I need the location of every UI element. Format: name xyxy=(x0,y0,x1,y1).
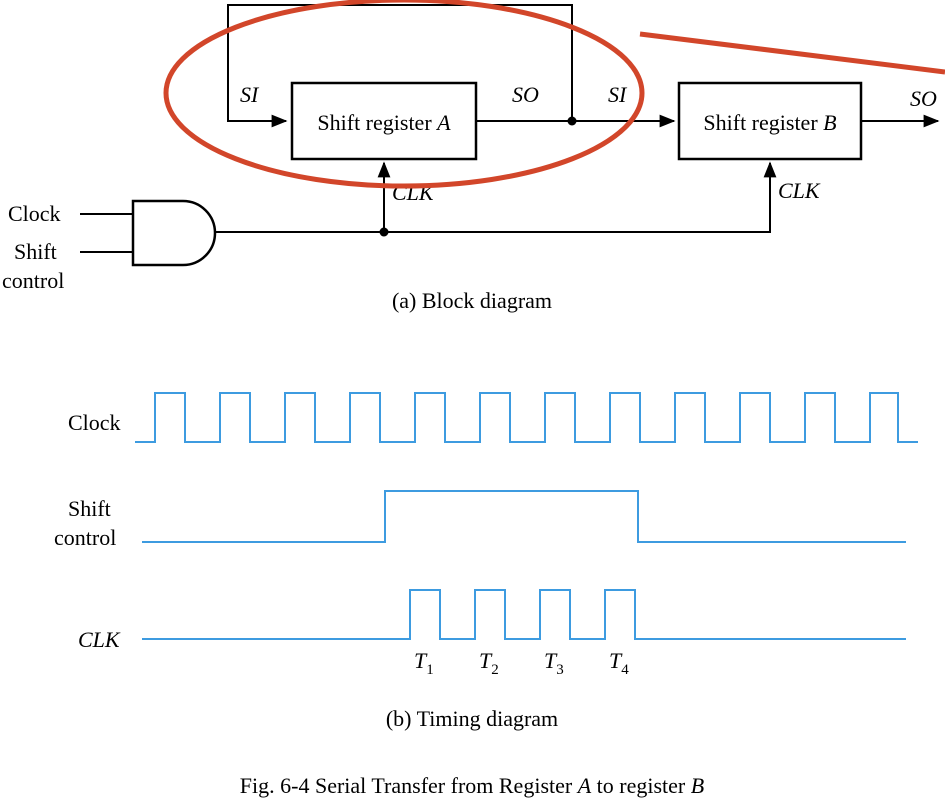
shift-control-waveform xyxy=(142,490,906,543)
si-a-label: SI xyxy=(240,82,260,107)
timing-shift-label-line1: Shift xyxy=(68,496,111,521)
shift-input-label-line2: control xyxy=(2,268,64,293)
pulse-label-t2: T2 xyxy=(479,648,499,678)
block-diagram: Shift register A Shift register B SI SO … xyxy=(2,0,945,313)
timing-shift-label-line2: control xyxy=(54,525,116,550)
shift-register-a-label: Shift register A xyxy=(317,110,451,135)
clk-b-label: CLK xyxy=(778,178,821,203)
timing-diagram-caption: (b) Timing diagram xyxy=(386,706,558,731)
pulse-label-t3: T3 xyxy=(544,648,564,678)
clk-b-wire xyxy=(216,161,777,233)
shift-register-a-box xyxy=(290,81,478,161)
so-a-label: SO xyxy=(512,82,539,107)
timing-diagram: Clock Shift control CLK T1 T2 T3 T4 (b) … xyxy=(54,392,918,731)
and-gate xyxy=(131,199,217,267)
pulse-label-t4: T4 xyxy=(609,648,629,678)
shift-input-label-line1: Shift xyxy=(14,239,57,264)
shift-register-b-box xyxy=(677,81,863,161)
feedback-wire xyxy=(227,4,573,128)
highlight-pointer-line xyxy=(639,31,945,75)
timing-clock-label: Clock xyxy=(68,410,121,435)
highlight-circle xyxy=(163,0,645,189)
clk-junction-dot xyxy=(379,227,389,237)
shift-register-b-label: Shift register B xyxy=(703,110,836,135)
si-b-label: SI xyxy=(608,82,628,107)
block-diagram-caption: (a) Block diagram xyxy=(392,288,552,313)
clock-waveform xyxy=(135,392,918,443)
timing-clk-label: CLK xyxy=(78,627,121,652)
clk-waveform xyxy=(142,589,906,640)
so-b-label: SO xyxy=(910,86,937,111)
so-junction-dot xyxy=(567,116,577,126)
clock-input-label: Clock xyxy=(8,201,61,226)
figure-caption: Fig. 6-4 Serial Transfer from Register A… xyxy=(240,773,704,798)
pulse-label-t1: T1 xyxy=(414,648,434,678)
